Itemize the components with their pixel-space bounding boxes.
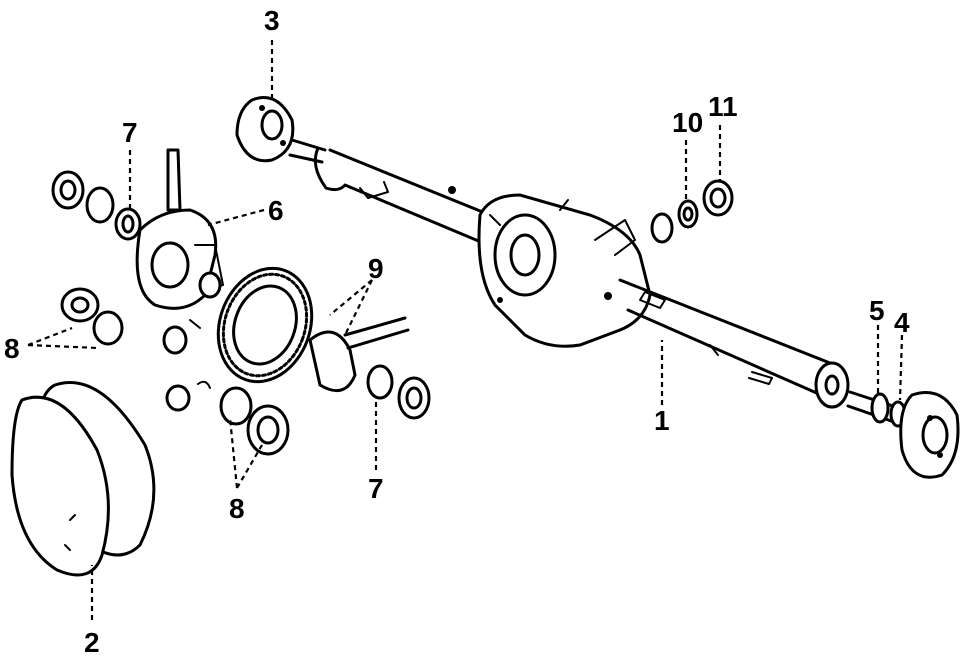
callout-7-upper: 7 [122,117,138,148]
differential-gears [60,287,290,456]
ring-and-pinion-gear [216,266,431,420]
differential-case [51,148,224,310]
callout-11: 11 [708,91,738,122]
callouts: 3 7 6 8 9 8 7 1 2 10 11 5 4 [4,5,910,658]
axle-shaft-right [846,390,960,479]
callout-3: 3 [264,5,280,36]
leader-lines [27,40,904,620]
callout-6: 6 [268,195,284,226]
axle-housing [313,146,850,409]
callout-10: 10 [672,107,703,138]
pinion-bearing-seal [650,179,734,244]
callout-8-left: 8 [4,333,20,364]
callout-9: 9 [368,253,384,284]
axle-shaft-left [235,96,327,164]
callout-2: 2 [84,627,100,658]
callout-5: 5 [869,295,885,326]
callout-7-lower: 7 [368,473,384,504]
callout-8-lower: 8 [229,493,245,524]
callout-4: 4 [894,307,910,338]
callout-1: 1 [654,405,670,436]
differential-cover [10,381,156,577]
